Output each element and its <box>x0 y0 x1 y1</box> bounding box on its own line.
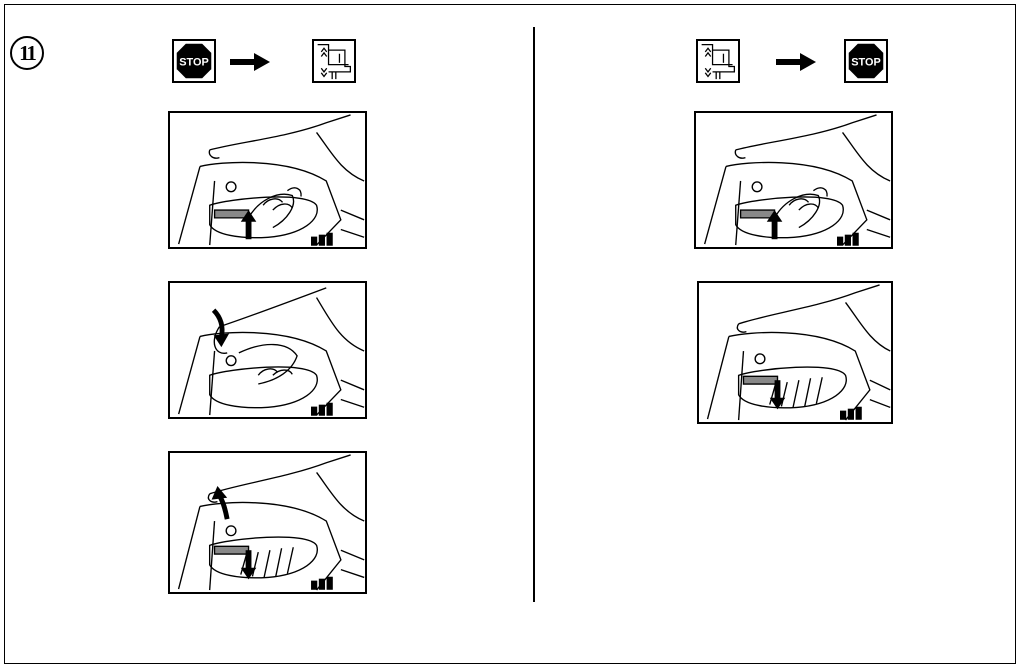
illustration-lock-release <box>168 451 367 594</box>
blade-height-adjust-icon <box>312 39 356 83</box>
step-number-badge: 11 <box>10 36 44 70</box>
stop-sign-icon: STOP <box>844 39 888 83</box>
illustration-trigger-release <box>697 281 893 424</box>
stop-sign-label: STOP <box>851 57 880 69</box>
illustration-trigger-press <box>168 111 367 249</box>
illustration-lock-button-press <box>168 281 367 419</box>
blade-height-adjust-icon <box>696 39 740 83</box>
column-divider <box>533 27 535 602</box>
right-arrow-icon <box>230 53 270 71</box>
illustration-trigger-press <box>694 111 893 249</box>
right-arrow-icon <box>776 53 816 71</box>
stop-sign-label: STOP <box>179 57 208 69</box>
stop-sign-icon: STOP <box>172 39 216 83</box>
